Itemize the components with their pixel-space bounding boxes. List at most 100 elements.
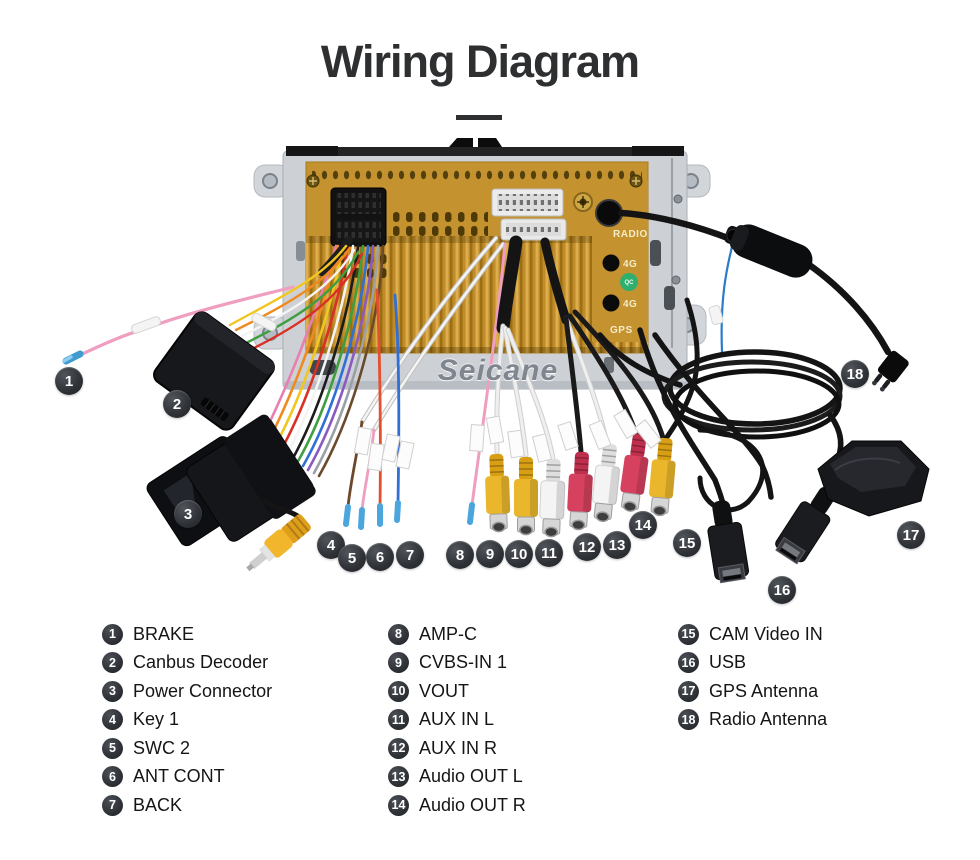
vent-slot-grid (390, 212, 488, 239)
legend-label-6: ANT CONT (133, 766, 225, 786)
cable-labels (130, 312, 662, 472)
usb-port-1 (707, 500, 750, 584)
legend-label-12: AUX IN R (419, 737, 498, 758)
legend-badge-11: 11 (388, 709, 409, 730)
legend-item-11: 11 AUX IN L (388, 709, 526, 731)
legend-item-3: 3 Power Connector (102, 680, 272, 702)
legend-column-2: 8 AMP-C 9 CVBS-IN 1 10 VOUT 11 AUX IN L 12 AUX IN… (388, 623, 526, 823)
white-connector-a (491, 188, 564, 217)
rca-jack-cam-video-in (649, 437, 676, 517)
panel-screw-right (629, 174, 643, 188)
wiring-harness (62, 209, 892, 530)
legend-label-5: SWC 2 (133, 737, 191, 758)
rca-plug-camera-out (246, 514, 311, 572)
legend-badge-7: 7 (102, 794, 123, 816)
legend-label-11: AUX IN L (419, 709, 495, 729)
rca-jack-vout (514, 457, 538, 536)
title-underline (456, 115, 502, 120)
legend-badge-3: 3 (102, 680, 123, 702)
legend-label-15: CAM Video IN (709, 623, 823, 644)
callout-badge-18: 18 (841, 360, 869, 388)
bracket-slot-left (296, 241, 305, 261)
callout-badge-9: 9 (476, 540, 504, 568)
mount-tab-left (449, 138, 473, 147)
legend-badge-18: 18 (678, 709, 699, 730)
callout-badge-15: 15 (673, 529, 701, 557)
legend-item-15: 15 CAM Video IN (678, 623, 827, 645)
legend-item-9: 9 CVBS-IN 1 (388, 652, 526, 674)
radio-antenna-module (724, 224, 813, 278)
gps-label: GPS (610, 325, 633, 336)
canbus-wires (228, 236, 364, 350)
legend-badge-10: 10 (388, 680, 409, 702)
port-4g-top-label: 4G (623, 259, 637, 270)
callout-badge-10: 10 (505, 540, 533, 568)
callout-badge-5: 5 (338, 544, 366, 572)
harness-socket (330, 187, 387, 247)
rca-jack-audio-out-l (591, 443, 621, 523)
legend-label-7: BACK (133, 794, 183, 815)
callout-badge-14: 14 (629, 511, 657, 539)
legend-badge-13: 13 (388, 766, 409, 787)
qc-sticker-label: QC (625, 280, 635, 286)
legend-item-14: 14 Audio OUT R (388, 794, 526, 816)
legend-item-2: 2 Canbus Decoder (102, 652, 272, 674)
legend-item-1: 1 BRAKE (102, 623, 272, 645)
white-connector-b (500, 218, 567, 241)
rca-jack-audio-out-r (620, 433, 649, 512)
legend-badge-1: 1 (102, 623, 123, 645)
bracket-slot-right-1 (650, 240, 661, 266)
callout-badge-17: 17 (897, 521, 925, 549)
port-4g-bottom (602, 294, 620, 312)
legend-label-2: Canbus Decoder (133, 652, 269, 672)
legend-label-1: BRAKE (133, 623, 195, 644)
amp-c-wire (467, 242, 507, 525)
legend-item-10: 10 VOUT (388, 680, 526, 702)
legend-label-3: Power Connector (133, 680, 273, 701)
legend-badge-5: 5 (102, 737, 123, 759)
legend-badge-12: 12 (388, 737, 409, 759)
legend-item-12: 12 AUX IN R (388, 737, 526, 759)
key-swc-ant-back-wires (343, 288, 401, 530)
legend-badge-8: 8 (388, 623, 409, 645)
callout-badge-11: 11 (535, 539, 563, 567)
legend-label-8: AMP-C (419, 623, 477, 644)
port-4g-bottom-label: 4G (623, 299, 637, 310)
legend-badge-16: 16 (678, 652, 699, 673)
legend-badge-2: 2 (102, 652, 123, 673)
wiring-photo: RADIO 4G 4G GPS QC (62, 138, 930, 584)
mount-tab-right (478, 138, 502, 147)
legend-badge-15: 15 (678, 623, 699, 645)
legend-badge-9: 9 (388, 652, 409, 673)
callout-badge-3: 3 (174, 500, 202, 528)
radio-label: RADIO (613, 229, 648, 240)
legend-item-18: 18 Radio Antenna (678, 709, 827, 731)
callout-badge-6: 6 (366, 543, 394, 571)
legend-label-9: CVBS-IN 1 (419, 652, 508, 672)
legend-item-6: 6 ANT CONT (102, 766, 272, 788)
legend-badge-14: 14 (388, 794, 409, 816)
radio-jack (596, 200, 622, 226)
legend-badge-6: 6 (102, 766, 123, 787)
gps-antenna (817, 440, 930, 517)
legend-label-10: VOUT (419, 680, 470, 701)
callout-badge-2: 2 (163, 390, 191, 418)
legend-label-18: Radio Antenna (709, 709, 828, 729)
legend-item-8: 8 AMP-C (388, 623, 526, 645)
legend-label-14: Audio OUT R (419, 794, 526, 815)
brand-watermark: Seicane (437, 354, 559, 387)
legend-item-7: 7 BACK (102, 794, 272, 816)
port-4g-top (602, 254, 620, 272)
rca-jack-aux-in-l (539, 458, 566, 538)
legend-label-16: USB (709, 652, 747, 672)
callout-badge-13: 13 (603, 531, 631, 559)
bracket-slot-right-2 (664, 286, 675, 310)
blue-wire-connector (708, 305, 724, 325)
rca-jack-cvbs-in-1 (485, 453, 511, 533)
legend-label-17: GPS Antenna (709, 680, 819, 701)
